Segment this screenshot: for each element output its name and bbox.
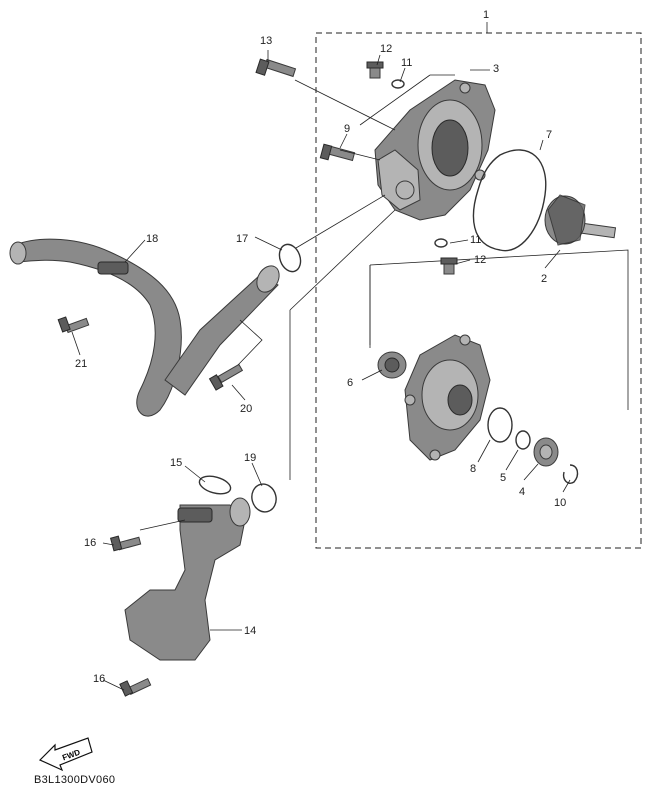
callout-15: 15 — [170, 457, 182, 469]
callout-18: 18 — [146, 233, 158, 245]
hose-14 — [124, 497, 251, 661]
seal-6 — [377, 351, 407, 379]
callout-11a: 11 — [401, 57, 412, 69]
callout-8: 8 — [470, 463, 476, 475]
callout-19: 19 — [244, 452, 256, 464]
o-ring-19 — [251, 483, 277, 513]
callout-14: 14 — [244, 625, 256, 637]
pump-body — [404, 334, 491, 461]
gasket-ring — [472, 149, 547, 252]
callout-4: 4 — [519, 486, 525, 498]
callout-12a: 12 — [380, 43, 392, 55]
washer-5 — [515, 430, 531, 450]
o-ring-17 — [278, 243, 302, 273]
bolt-21 — [57, 316, 90, 334]
bolt-12-lower — [440, 257, 458, 275]
callout-12b: 12 — [474, 254, 486, 266]
callout-7: 7 — [546, 129, 552, 141]
callout-17: 17 — [236, 233, 248, 245]
callout-21: 21 — [75, 358, 87, 370]
callout-20: 20 — [240, 403, 252, 415]
callout-13: 13 — [260, 35, 272, 47]
callout-16b: 16 — [93, 673, 105, 685]
bolt-20 — [208, 363, 244, 391]
fwd-arrow-icon: FWD — [38, 737, 93, 772]
callout-1: 1 — [483, 9, 489, 21]
pump-housing-cover — [374, 79, 496, 221]
bolt-12-top — [366, 61, 384, 79]
callout-2: 2 — [541, 273, 547, 285]
bolt-9 — [319, 143, 356, 162]
callout-3: 3 — [493, 63, 499, 75]
bolt-16-lower — [119, 677, 152, 697]
assembly-frame — [315, 32, 642, 549]
callout-11b: 11 — [470, 234, 481, 246]
callout-5: 5 — [500, 472, 506, 484]
bearing-4 — [533, 437, 559, 467]
callout-16a: 16 — [84, 537, 96, 549]
callout-9: 9 — [344, 123, 350, 135]
o-ring-8 — [487, 407, 513, 443]
hose-18 — [9, 238, 280, 417]
bolt-16-upper — [109, 535, 142, 552]
washer-11-lower — [434, 238, 448, 248]
impeller-shaft — [544, 194, 617, 246]
callout-6: 6 — [347, 377, 353, 389]
o-ring-15 — [198, 475, 232, 495]
diagram-code: B3L1300DV060 — [34, 774, 116, 786]
circlip-10 — [562, 464, 579, 484]
washer-11-top — [391, 79, 405, 89]
bolt-13 — [255, 58, 297, 78]
callout-10: 10 — [554, 497, 566, 509]
